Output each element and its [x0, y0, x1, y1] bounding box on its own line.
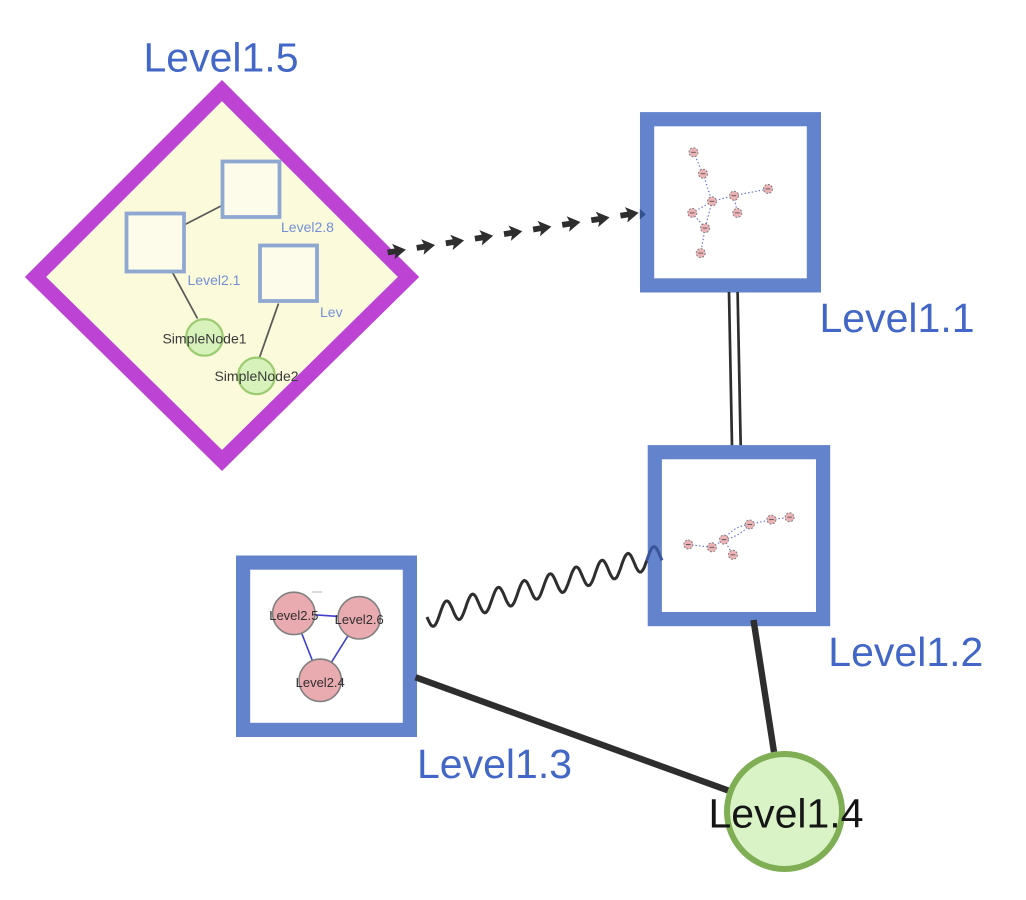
svg-text:Level1.4: Level1.4 [708, 791, 863, 837]
svg-text:SimpleNode2: SimpleNode2 [214, 368, 298, 384]
svg-text:Level2.5: Level2.5 [269, 608, 318, 623]
svg-text:Level1.5: Level1.5 [143, 35, 298, 81]
svg-text:SimpleNode1: SimpleNode1 [162, 331, 246, 347]
svg-text:Level2.1: Level2.1 [188, 272, 241, 288]
svg-text:Level2.6: Level2.6 [335, 612, 384, 627]
svg-text:Lev: Lev [320, 304, 343, 320]
svg-text:Level1.2: Level1.2 [828, 629, 983, 675]
svg-text:Level2.8: Level2.8 [281, 219, 334, 235]
svg-text:Level2.4: Level2.4 [296, 675, 345, 690]
svg-text:Level1.1: Level1.1 [820, 295, 975, 341]
svg-text:Level1.3: Level1.3 [417, 741, 572, 787]
